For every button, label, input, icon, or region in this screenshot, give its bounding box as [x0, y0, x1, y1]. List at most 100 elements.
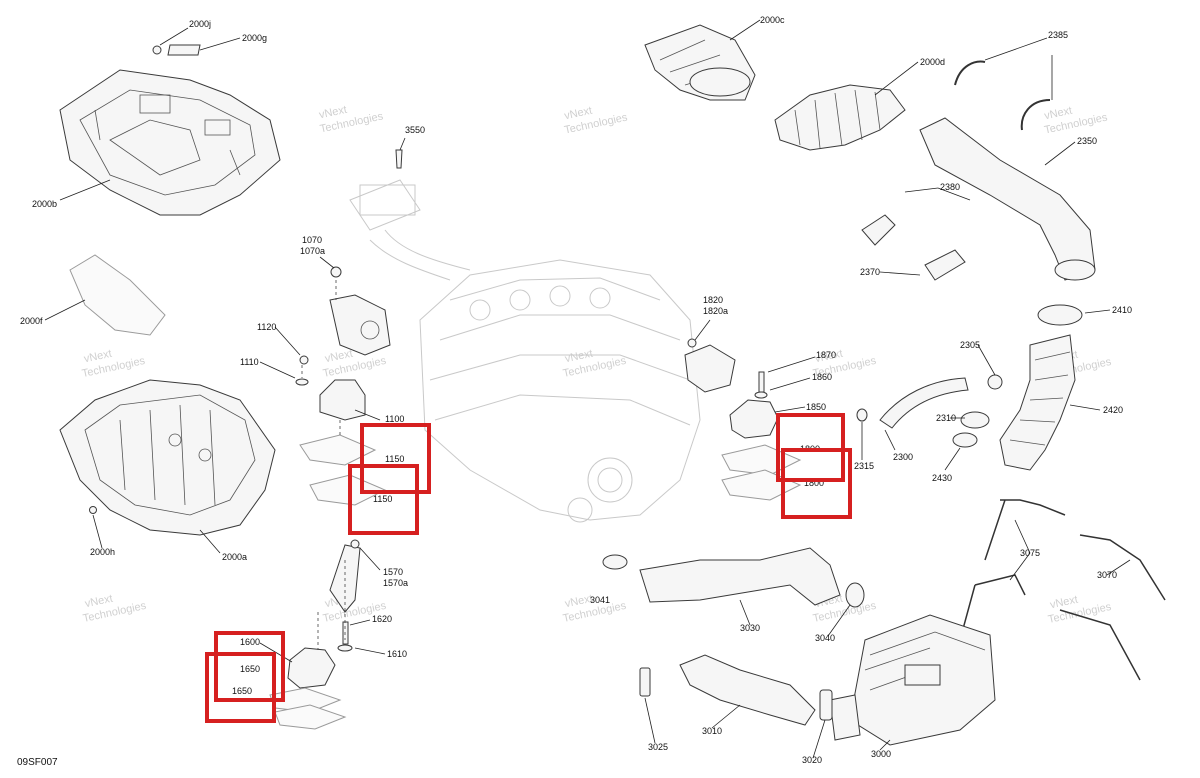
tube-3010: [679, 654, 816, 726]
clamp-3040: [845, 582, 865, 608]
callout-2000b: 2000b: [32, 199, 57, 209]
highlight-box-1600: [214, 631, 285, 702]
callout-1800b: 1800: [804, 478, 824, 488]
callout-2410: 2410: [1112, 305, 1132, 315]
callout-2000h: 2000h: [90, 547, 115, 557]
highlight-box-1150b: [348, 464, 419, 535]
bracket-3075a: [984, 499, 1066, 561]
clamp-2385a: [954, 60, 986, 86]
callout-1620: 1620: [372, 614, 392, 624]
clamp-3020: [819, 689, 833, 721]
callout-2420: 2420: [1103, 405, 1123, 415]
callout-3010: 3010: [702, 726, 722, 736]
callout-2370: 2370: [860, 267, 880, 277]
callout-2000a: 2000a: [222, 552, 247, 562]
leader-lines: [44, 19, 1131, 759]
callout-2000g: 2000g: [242, 33, 267, 43]
bracket-3070a: [1079, 534, 1166, 601]
bracket-2370a: [861, 214, 896, 246]
callout-3025: 3025: [648, 742, 668, 752]
svg-text:vNext: vNext: [1043, 105, 1073, 123]
clamp-3041: [602, 554, 628, 570]
bracket-2370b: [924, 249, 966, 281]
svg-text:vNext: vNext: [564, 593, 594, 611]
screw-2000h: [89, 506, 97, 514]
callout-2385: 2385: [1048, 30, 1068, 40]
callout-1100: 1100: [385, 414, 404, 424]
callout-2000j: 2000j: [189, 19, 211, 29]
air-filter: [69, 254, 166, 336]
duct-opening: [689, 67, 751, 97]
clamp-2385b: [1020, 99, 1051, 131]
intercooler-3000: [829, 614, 996, 746]
shim-1800b: [721, 469, 802, 501]
callout-2000f: 2000f: [20, 316, 43, 326]
svg-text:vNext: vNext: [564, 348, 594, 366]
air-box-cover: [59, 69, 281, 216]
callout-3020: 3020: [802, 755, 822, 765]
callout-2350: 2350: [1077, 136, 1097, 146]
callout-1120: 1120: [257, 322, 276, 332]
svg-text:vNext: vNext: [1049, 594, 1079, 612]
callout-3075: 3075: [1020, 548, 1040, 558]
callout-1600: 1600: [240, 637, 260, 647]
callout-3030: 3030: [740, 623, 760, 633]
callout-2380: 2380: [940, 182, 960, 192]
intake-bellows-2000d: [774, 84, 906, 151]
callout-1610: 1610: [387, 649, 407, 659]
engine-ghost: [349, 179, 701, 523]
callout-1570a: 1570a: [383, 578, 408, 588]
callout-1070: 1070: [302, 235, 322, 245]
svg-text:vNext: vNext: [324, 348, 354, 366]
callout-1110: 1110: [240, 357, 259, 367]
callout-2315: 2315: [854, 461, 874, 471]
callout-1150b: 1150: [373, 494, 392, 504]
engine-mount-1850: [684, 338, 779, 439]
callout-2000d: 2000d: [920, 57, 945, 67]
highlight-boxes: [205, 413, 852, 723]
shim-1650b: [274, 704, 347, 730]
svg-text:vNext: vNext: [318, 104, 348, 122]
callout-1870: 1870: [816, 350, 836, 360]
callout-labels: 2000j 2000g 2000b 2000f 2000h 2000a 2000…: [20, 15, 1132, 765]
callout-2000c: 2000c: [760, 15, 785, 25]
callout-3041: 3041: [590, 595, 610, 605]
callout-1070a: 1070a: [300, 246, 325, 256]
svg-text:vNext: vNext: [84, 593, 114, 611]
callout-2430: 2430: [932, 473, 952, 483]
callout-1820: 1820: [703, 295, 723, 305]
callout-1650b: 1650: [232, 686, 252, 696]
highlight-box-1800a: [776, 413, 845, 482]
callout-1650a: 1650: [240, 664, 260, 674]
callout-1570: 1570: [383, 567, 403, 577]
callout-1860: 1860: [812, 372, 832, 382]
air-box-base: [59, 379, 276, 536]
callout-1850: 1850: [806, 402, 826, 412]
callout-1820a: 1820a: [703, 306, 728, 316]
highlight-box-1150a: [360, 423, 431, 494]
intake-hose-2420: [999, 334, 1076, 471]
callout-3070: 3070: [1097, 570, 1117, 580]
callout-3000: 3000: [871, 749, 891, 759]
clamp-2410: [1037, 304, 1083, 326]
sensor-3025: [639, 667, 651, 697]
tube-end: [1054, 259, 1096, 281]
highlight-box-1650: [205, 652, 276, 723]
highlight-box-1800b: [781, 448, 852, 519]
callout-3550: 3550: [405, 125, 425, 135]
clamp-2310: [960, 411, 990, 429]
hose-2300: [879, 377, 969, 429]
shim-1150b: [309, 474, 387, 506]
callout-2300: 2300: [893, 452, 913, 462]
callout-2305: 2305: [960, 340, 980, 350]
svg-text:vNext: vNext: [563, 105, 593, 123]
screw-2000j: [152, 45, 162, 55]
svg-text:vNext: vNext: [83, 348, 113, 366]
callout-2310: 2310: [936, 413, 956, 423]
clamp-2315: [856, 408, 868, 422]
diagram-code: 09SF007: [17, 757, 58, 768]
fitting-2305: [987, 374, 1003, 390]
tube-3030: [639, 547, 841, 606]
clamp-2430: [952, 432, 978, 448]
